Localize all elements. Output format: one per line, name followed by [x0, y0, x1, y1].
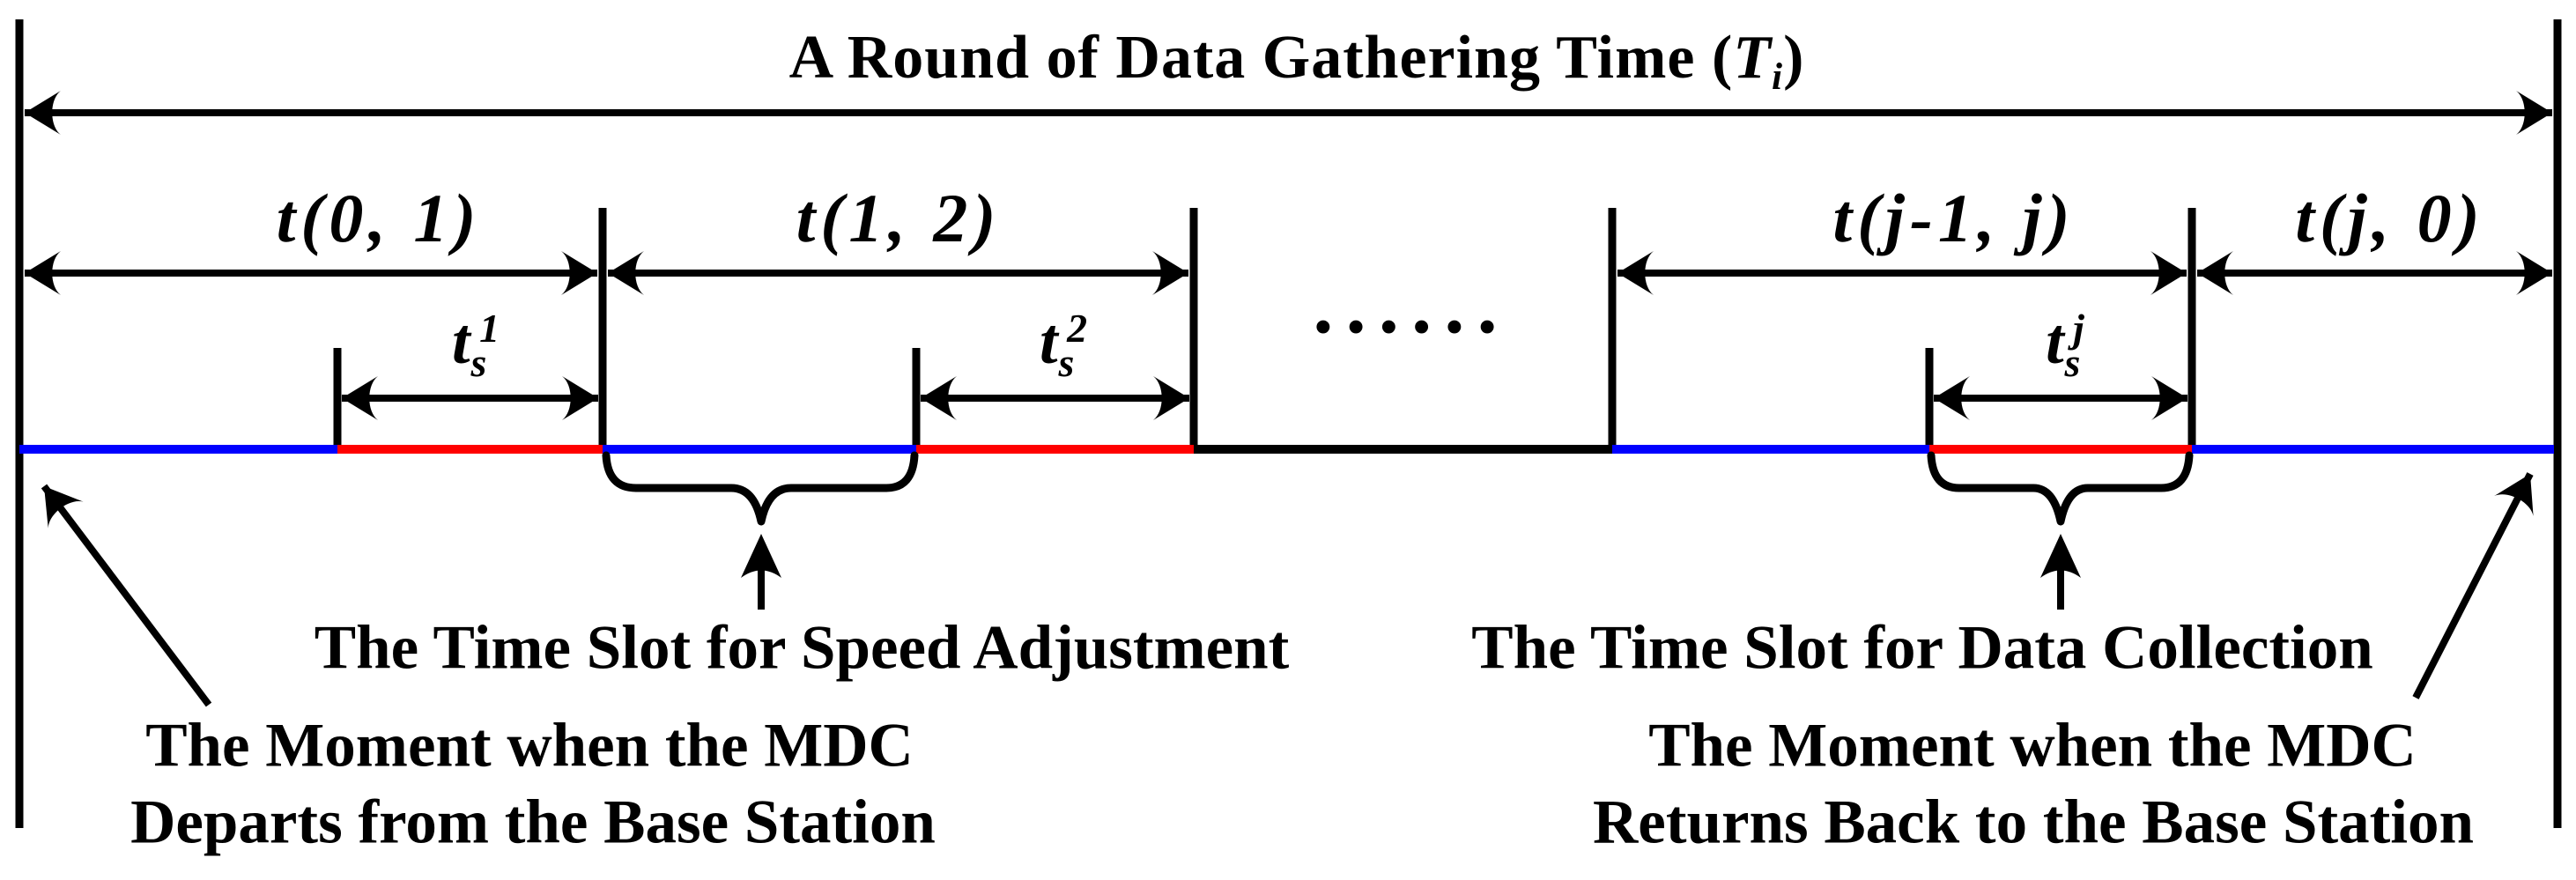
interval-label-t12: t(1, 2): [796, 180, 1002, 256]
slot-label-ts2-base: t: [1039, 306, 1058, 378]
slot-label-ts1-base: t: [451, 306, 470, 378]
interval-label-tj0: t(j, 0): [2295, 180, 2485, 256]
speed-adjustment-pointer-arrow: [741, 534, 781, 610]
figure-title-text: A Round of Data Gathering Time (: [788, 24, 1734, 92]
slot-label-ts2: ts2: [1040, 306, 1088, 382]
slot-label-ts1-sup: 1: [479, 306, 500, 351]
figure-title-variable: T: [1733, 24, 1773, 92]
data-collection-pointer-arrow: [2040, 534, 2081, 610]
depart-callout-line1: The Moment when the MDC: [145, 711, 914, 780]
figure-title: A Round of Data Gathering Time (Ti): [788, 24, 1805, 96]
slot-label-ts2-sup: 2: [1067, 306, 1088, 351]
figure-title-subscript: i: [1772, 55, 1784, 99]
data-collection-callout-label: The Time Slot for Data Collection: [1471, 613, 2373, 683]
slot-label-ts1-sub: s: [470, 339, 487, 385]
slot-label-tsj: tsj: [2046, 306, 2084, 382]
timeline-ellipsis-dots: ••••••: [1314, 299, 1512, 354]
slot-label-tsj-sup: j: [2073, 306, 2084, 351]
return-annotation-arrow: [2412, 472, 2534, 699]
slot-label-ts1: ts1: [452, 306, 500, 382]
slot-label-tsj-base: t: [2046, 306, 2064, 378]
interval-label-tj1j: t(j-1, j): [1832, 180, 2076, 256]
depart-callout-line2: Departs from the Base Station: [130, 788, 936, 857]
depart-annotation-arrow: [41, 484, 212, 707]
data-collection-underbrace: [1927, 451, 2194, 526]
interval-label-t01: t(0, 1): [276, 180, 482, 256]
speed-adjustment-underbrace: [602, 451, 919, 526]
return-callout-line2: Returns Back to the Base Station: [1593, 788, 2474, 857]
figure-title-suffix: ): [1783, 24, 1805, 92]
return-callout-line1: The Moment when the MDC: [1648, 711, 2417, 780]
slot-label-tsj-sub: s: [2064, 339, 2081, 385]
speed-adjustment-callout-label: The Time Slot for Speed Adjustment: [314, 613, 1290, 683]
slot-label-ts2-sub: s: [1058, 339, 1075, 385]
